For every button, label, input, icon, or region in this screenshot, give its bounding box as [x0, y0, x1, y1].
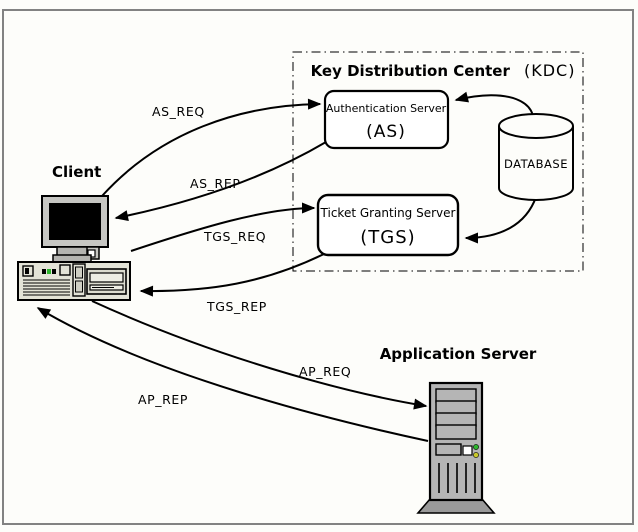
client-floppy-slot-1 [75, 266, 83, 279]
ticket-server-box [316, 193, 460, 257]
database-node: DATABASE [498, 113, 574, 201]
tower-led-yellow [473, 452, 479, 458]
app-server-tower-icon [416, 381, 496, 514]
tower-panel [435, 443, 462, 456]
ticket-server-node: Ticket Granting Server (TGS) [316, 193, 460, 257]
arrow-tgs-rep [139, 252, 327, 297]
client-cd-tray [89, 272, 124, 283]
label-ap-req: AP_REQ [299, 364, 351, 379]
tower-base [416, 498, 496, 514]
tower-vents [438, 463, 476, 493]
ticket-server-abbr: (TGS) [360, 227, 415, 248]
client-label: Client [52, 163, 101, 181]
arrow-tgs-req [130, 202, 316, 252]
outer-frame [2, 9, 634, 525]
client-case-button-a-slot [25, 268, 29, 274]
ticket-server-name: Ticket Granting Server [320, 206, 456, 220]
client-case-led-3 [52, 269, 56, 274]
database-cylinder-body [498, 126, 574, 201]
client-monitor-screen [49, 203, 101, 240]
label-tgs-rep: TGS_REP [206, 299, 267, 314]
client-floppy-slot-2 [75, 280, 83, 293]
client-computer-icon [17, 195, 131, 301]
label-tgs-req: TGS_REQ [203, 229, 266, 244]
kdc-title-text: Key Distribution Center [311, 62, 511, 80]
database-label: DATABASE [504, 157, 568, 171]
auth-server-box [323, 89, 450, 150]
label-as-req: AS_REQ [152, 104, 205, 119]
arrow-database-to-tgs [464, 196, 537, 244]
client-case-led-1 [42, 269, 46, 274]
arrow-ap-rep [36, 307, 429, 442]
database-cylinder-top [498, 113, 574, 139]
kdc-boundary-box [292, 51, 584, 272]
client-case-led-2 [47, 269, 51, 274]
arrow-as-rep [114, 141, 327, 222]
kdc-title: Key Distribution Center (KDC) [311, 61, 576, 80]
client-case-vents [23, 279, 70, 296]
label-as-rep: AS_REP [190, 176, 240, 191]
arrow-as-req [101, 98, 322, 197]
label-ap-rep: AP_REP [138, 392, 188, 407]
app-server-label: Application Server [380, 345, 537, 363]
auth-server-abbr: (AS) [366, 122, 406, 142]
tower-led-green [473, 444, 479, 450]
auth-server-name: Authentication Server [326, 102, 447, 115]
auth-server-node: Authentication Server (AS) [323, 89, 450, 150]
kdc-title-paren: (KDC) [524, 61, 575, 80]
client-case-button-b [59, 264, 71, 276]
tower-power-button [462, 445, 473, 456]
tower-drive-bays [435, 388, 477, 440]
arrow-ap-req [91, 300, 428, 410]
